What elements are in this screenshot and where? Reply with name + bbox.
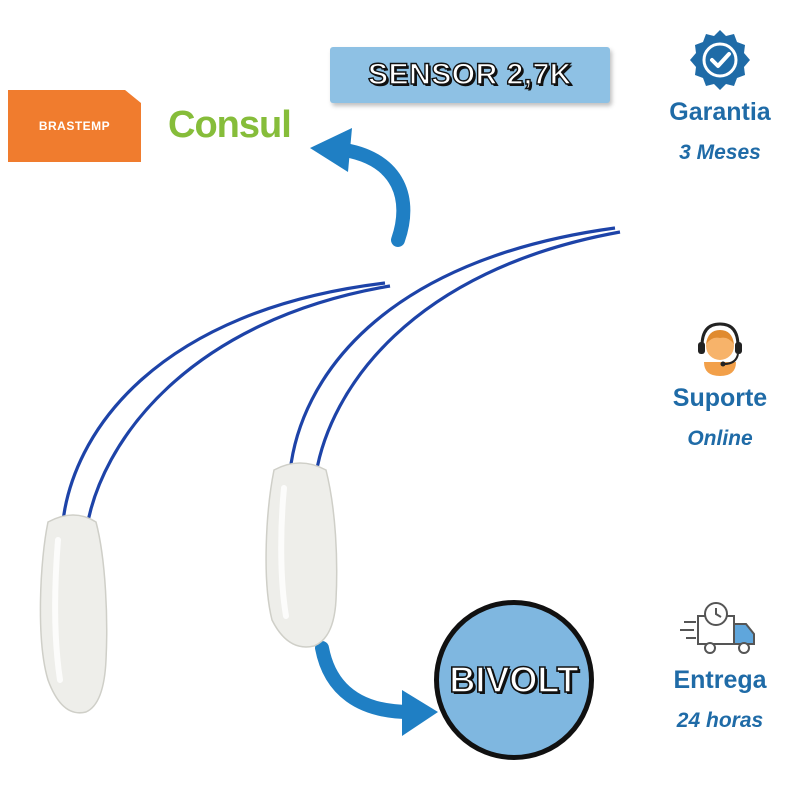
sensor-label: SENSOR 2,7K [367,57,572,91]
check-badge-icon [690,30,750,90]
sensor-left [39,281,391,714]
bivolt-badge: BIVOLT [434,600,594,760]
feature-subtitle: 3 Meses [679,141,761,164]
consul-logo: Consul [168,104,292,146]
feature-title: Suporte [672,384,768,412]
support-headset-icon [698,322,742,376]
feature-subtitle: Online [687,427,753,450]
bivolt-label: BIVOLT [449,658,580,701]
delivery-truck-icon [680,602,755,654]
feature-subtitle: 24 horas [676,709,764,732]
arrow-down-curve-icon [315,641,438,736]
feature-title: Entrega [673,666,767,694]
product-illustration [39,128,621,736]
feature-title: Garantia [669,98,771,126]
arrow-up-curve-icon [310,128,411,247]
sensor-banner: SENSOR 2,7K [330,47,610,103]
feature-garantia: Garantia 3 Meses [640,28,800,165]
feature-entrega: Entrega 24 horas [640,600,800,733]
brastemp-logo-text: BRASTEMP [38,119,111,133]
brastemp-logo: BRASTEMP [8,90,141,162]
feature-suporte: Suporte Online [640,318,800,451]
sensor-right [265,226,621,648]
